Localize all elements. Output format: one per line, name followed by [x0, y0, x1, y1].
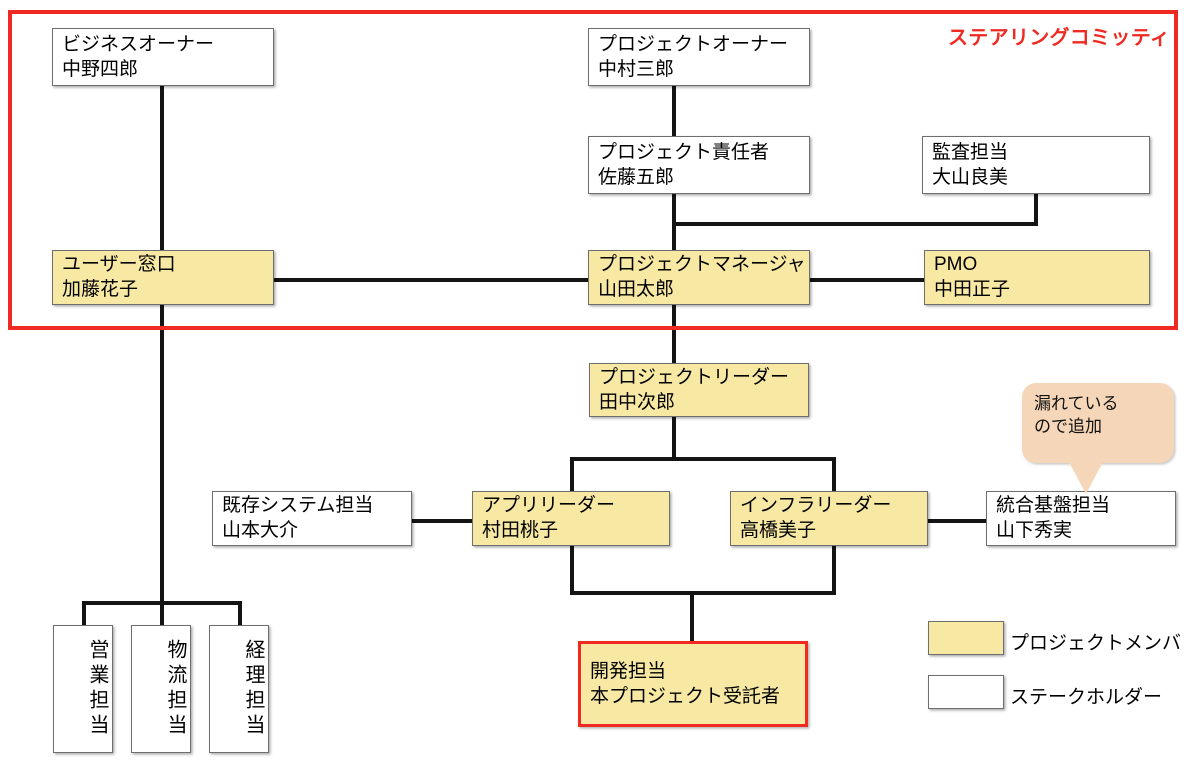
node-infra-leader[interactable]: インフラリーダー 高橋美子: [730, 491, 928, 546]
node-project-responsible[interactable]: プロジェクト責任者 佐藤五郎: [588, 136, 810, 194]
node-logistics[interactable]: 物流担当: [131, 625, 191, 753]
node-legacy-system[interactable]: 既存システム担当 山本大介: [212, 491, 412, 546]
callout-bubble: 漏れている ので追加: [1022, 383, 1174, 463]
line-dept-accounting-drop: [238, 601, 242, 627]
node-app-leader-name: 村田桃子: [482, 520, 559, 541]
node-pmo-role: PMO: [934, 254, 978, 276]
line-legacy-to-app-leader: [411, 519, 473, 523]
node-app-leader-role: アプリリーダー: [482, 495, 616, 517]
line-auditor-drop: [1034, 192, 1038, 226]
node-project-responsible-role: プロジェクト責任者: [598, 141, 770, 163]
node-sales[interactable]: 営業担当: [53, 625, 113, 753]
node-legacy-system-name: 山本大介: [222, 520, 299, 541]
node-logistics-label: 物流担当: [164, 639, 186, 739]
callout-tail-icon: [1068, 460, 1104, 494]
line-business-owner-to-user-contact: [160, 86, 164, 258]
legend-swatch-member: [928, 621, 1004, 655]
node-business-owner[interactable]: ビジネスオーナー 中野四郎: [52, 28, 274, 86]
line-leader-split-bus: [570, 457, 836, 461]
line-pm-to-project-leader: [672, 303, 676, 365]
legend-swatch-stakeholder: [928, 675, 1004, 709]
node-legacy-system-role: 既存システム担当: [222, 495, 374, 517]
node-project-manager-role: プロジェクトマネージャ: [598, 254, 806, 276]
node-user-contact-name: 加藤花子: [62, 279, 139, 300]
node-sales-label: 営業担当: [86, 639, 108, 739]
node-project-owner-name: 中村三郎: [598, 58, 675, 80]
steering-committee-label: ステアリングコミッティ: [948, 27, 1171, 49]
legend-label-member: プロジェクトメンバ: [1010, 633, 1182, 654]
node-project-owner-role: プロジェクトオーナー: [598, 33, 789, 55]
node-project-responsible-name: 佐藤五郎: [598, 166, 675, 188]
node-development[interactable]: 開発担当 本プロジェクト受託者: [578, 641, 808, 727]
node-business-owner-role: ビジネスオーナー: [62, 33, 215, 55]
node-project-leader-name: 田中次郎: [599, 391, 676, 413]
line-infra-to-integration: [928, 519, 986, 523]
line-dept-logistics-drop: [160, 601, 164, 627]
line-infra-leader-bottom-drop: [832, 546, 836, 594]
node-auditor-role: 監査担当: [932, 141, 1009, 163]
node-user-contact-role: ユーザー窓口: [62, 254, 176, 276]
node-integration-platform[interactable]: 統合基盤担当 山下秀実: [986, 491, 1176, 546]
node-integration-platform-role: 統合基盤担当: [996, 495, 1111, 517]
line-dept-sales-drop: [82, 601, 86, 627]
callout-line-2: ので追加: [1034, 416, 1102, 436]
node-project-leader[interactable]: プロジェクトリーダー 田中次郎: [589, 363, 809, 417]
line-app-leader-bottom-drop: [570, 546, 574, 594]
node-infra-leader-name: 高橋美子: [740, 520, 817, 541]
line-user-contact-to-pm: [273, 278, 590, 282]
node-integration-platform-name: 山下秀実: [996, 520, 1073, 541]
node-app-leader[interactable]: アプリリーダー 村田桃子: [472, 491, 670, 546]
node-user-contact[interactable]: ユーザー窓口 加藤花子: [52, 250, 274, 305]
legend-label-stakeholder: ステークホルダー: [1010, 687, 1163, 708]
line-development-bus: [570, 591, 836, 595]
line-development-drop: [690, 591, 694, 643]
line-infra-leader-drop: [832, 457, 836, 495]
node-pmo-name: 中田正子: [934, 279, 1011, 300]
node-project-manager[interactable]: プロジェクトマネージャ 山田太郎: [588, 250, 810, 305]
line-project-leader-down: [672, 415, 676, 459]
line-user-contact-down: [160, 303, 164, 603]
line-app-leader-drop: [570, 457, 574, 495]
node-project-leader-role: プロジェクトリーダー: [599, 366, 790, 388]
node-infra-leader-role: インフラリーダー: [740, 495, 892, 517]
node-project-manager-name: 山田太郎: [598, 279, 675, 300]
node-accounting-label: 経理担当: [242, 639, 264, 739]
node-project-owner[interactable]: プロジェクトオーナー 中村三郎: [588, 28, 810, 86]
node-auditor[interactable]: 監査担当 大山良美: [922, 136, 1150, 194]
node-development-name: 本プロジェクト受託者: [590, 685, 781, 707]
callout-line-1: 漏れている: [1034, 394, 1119, 413]
node-pmo[interactable]: PMO 中田正子: [924, 250, 1150, 305]
line-project-owner-to-responsible: [672, 86, 676, 138]
node-development-role: 開発担当: [590, 660, 667, 682]
line-auditor-to-pm-trunk: [672, 222, 1038, 226]
node-auditor-name: 大山良美: [932, 166, 1009, 188]
line-pm-to-pmo: [808, 278, 926, 282]
node-accounting[interactable]: 経理担当: [209, 625, 269, 753]
node-business-owner-name: 中野四郎: [62, 58, 139, 80]
